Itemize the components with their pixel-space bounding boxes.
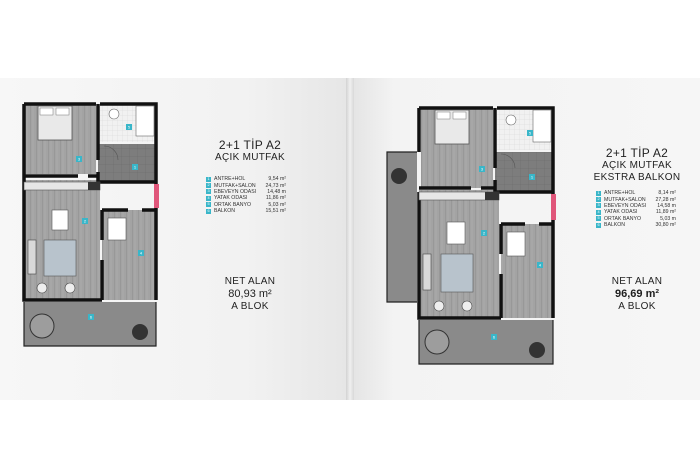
bathtub [135, 105, 155, 137]
floor-plan-left-drawing: 3 5 1 2 4 6 [22, 102, 159, 347]
single-bed [107, 217, 127, 241]
room-marker-3: 3 [481, 167, 484, 172]
room-marker-4: 4 [140, 251, 143, 256]
room-marker-6: 6 [90, 315, 93, 320]
block-label: A BLOK [618, 301, 656, 313]
block-label: A BLOK [231, 301, 269, 313]
floor-plan-left: 3 5 1 2 4 6 [18, 100, 166, 350]
room-marker-4: 4 [539, 263, 542, 268]
ext-wall-marker [154, 184, 159, 208]
plant-icon [132, 324, 148, 340]
plan-extra: EKSTRA BALKON [593, 172, 681, 183]
room-marker-2: 2 [483, 231, 486, 236]
single-bed [506, 231, 526, 257]
plan-title: 2+1 TİP A2 [218, 138, 282, 152]
sink [505, 114, 517, 126]
ext-wall-marker [551, 194, 556, 220]
net-area-label: NET ALAN [611, 276, 663, 288]
plant-icon [391, 168, 407, 184]
floor-plan-right-drawing: 3 5 1 2 4 6 [386, 106, 556, 365]
sink [108, 108, 120, 120]
bathtub [532, 109, 552, 143]
plan-subtitle: AÇIK MUTFAK [602, 160, 672, 171]
hall-floor [98, 144, 156, 182]
balcony-table [29, 313, 55, 339]
rug [440, 253, 474, 293]
stove [485, 192, 499, 200]
stove [88, 182, 100, 190]
page-gutter [346, 78, 354, 400]
sofa [27, 239, 37, 275]
plan-subtitle: AÇIK MUTFAK [215, 152, 285, 163]
room-marker-1: 1 [531, 175, 534, 180]
hall-floor [495, 152, 553, 192]
net-area-value: 80,93 m² [228, 288, 272, 301]
room-marker-2: 2 [84, 219, 87, 224]
room-marker-1: 1 [134, 165, 137, 170]
floor-plan-right: 3 5 1 2 4 6 [385, 104, 563, 366]
dining-table [51, 209, 69, 231]
room-marker-5: 5 [128, 125, 131, 130]
plan-title: 2+1 TİP A2 [605, 146, 669, 160]
sofa [422, 253, 432, 291]
balcony-table [424, 329, 450, 355]
net-area-block: NET ALAN 80,93 m² A BLOK [204, 276, 296, 313]
rug [43, 239, 77, 277]
room-marker-3: 3 [78, 157, 81, 162]
plant-icon [529, 342, 545, 358]
room-marker-6: 6 [493, 335, 496, 340]
net-area-value: 96,69 m² [614, 288, 660, 301]
room-marker-5: 5 [529, 131, 532, 136]
dining-table [446, 221, 466, 245]
net-area-label: NET ALAN [224, 276, 276, 288]
net-area-block: NET ALAN 96,69 m² A BLOK [588, 276, 686, 313]
